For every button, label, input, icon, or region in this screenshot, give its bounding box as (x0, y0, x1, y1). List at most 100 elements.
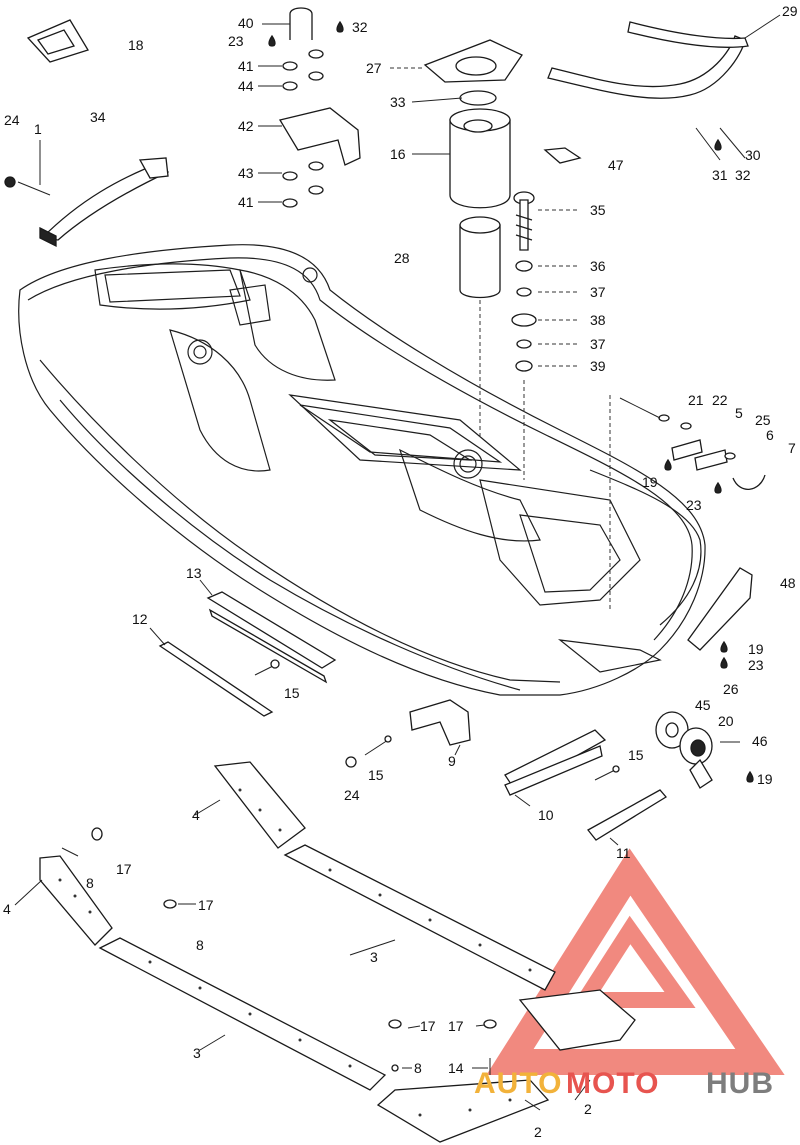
part-35-spring-bolt (513, 191, 535, 251)
rivets-8-14 (61, 847, 491, 1075)
leader-lines (14, 14, 781, 1111)
callout-37: 37 (590, 284, 606, 300)
callout-23-right: 23 (748, 657, 764, 673)
callout-20: 20 (718, 713, 734, 729)
callout-36: 36 (590, 258, 606, 274)
callout-33: 33 (390, 94, 406, 110)
callout-labels: 18 40 32 23 41 44 42 43 41 27 33 16 47 2… (3, 3, 798, 1140)
callout-15-mid: 15 (368, 767, 384, 783)
watermark-moto: MOTO (566, 1067, 659, 1100)
callout-28: 28 (394, 250, 410, 266)
callout-8-bottom: 8 (414, 1060, 422, 1076)
callout-35: 35 (590, 202, 606, 218)
callout-39: 39 (590, 358, 606, 374)
automotohub-watermark-logo (486, 848, 785, 1075)
callout-8-mid: 8 (196, 937, 204, 953)
callout-34: 34 (90, 109, 106, 125)
hull-body (18, 244, 706, 696)
callout-30: 30 (745, 147, 761, 163)
part-24-nut (345, 756, 357, 768)
part-1-bolt (4, 176, 51, 196)
callout-17-bottom-right: 17 (448, 1018, 464, 1034)
part-27-cover-plate (423, 39, 523, 83)
part-42-bracket (278, 107, 361, 166)
callout-19: 19 (642, 474, 658, 490)
callout-23-mid: 23 (686, 497, 702, 513)
part-13-channel (206, 591, 337, 684)
callout-42: 42 (238, 118, 254, 134)
callout-8: 8 (86, 875, 94, 891)
part-33-ring (459, 90, 497, 106)
callout-4: 4 (192, 807, 200, 823)
callout-15-right: 15 (628, 747, 644, 763)
callout-6: 6 (766, 427, 774, 443)
part-3-pad-left (98, 937, 387, 1091)
part-2-pad-lower (376, 1079, 550, 1143)
part-40-u-bolt (289, 7, 313, 40)
callout-19-lower: 19 (757, 771, 773, 787)
callout-27: 27 (366, 60, 382, 76)
callout-14: 14 (448, 1060, 464, 1076)
parts-5-25-bracket-set (658, 414, 766, 490)
callout-25: 25 (755, 412, 771, 428)
callout-2: 2 (584, 1101, 592, 1117)
callout-13: 13 (186, 565, 202, 581)
part-18-clip (26, 19, 89, 63)
parts-36-39-washers (511, 260, 537, 372)
part-4-pad-left (39, 855, 113, 946)
callout-45: 45 (695, 697, 711, 713)
callout-46: 46 (752, 733, 768, 749)
callout-23: 23 (228, 33, 244, 49)
part-3-pad-center (283, 844, 556, 991)
part-9-elbow (409, 699, 471, 746)
callout-10: 10 (538, 807, 554, 823)
callout-3-lower: 3 (193, 1045, 201, 1061)
callout-38: 38 (590, 312, 606, 328)
part-10-channel (504, 729, 607, 796)
part-15-rivet-a (254, 659, 280, 676)
part-4-pad-upper (213, 761, 306, 849)
callout-5: 5 (735, 405, 743, 421)
callout-17-bottom: 17 (420, 1018, 436, 1034)
callout-40: 40 (238, 15, 254, 31)
callout-43: 43 (238, 165, 254, 181)
grommets-17 (91, 827, 497, 1029)
callout-17-mid: 17 (198, 897, 214, 913)
callout-24-mid: 24 (344, 787, 360, 803)
callout-22: 22 (712, 392, 728, 408)
callout-26: 26 (723, 681, 739, 697)
part-2-pad-right (518, 989, 636, 1051)
part-28-sleeve (459, 216, 501, 299)
part-45-disc (655, 711, 689, 749)
callout-15: 15 (284, 685, 300, 701)
callout-21: 21 (688, 392, 704, 408)
callout-41: 41 (238, 58, 254, 74)
callout-4-left: 4 (3, 901, 11, 917)
part-12-rod (158, 641, 274, 717)
callout-16: 16 (390, 146, 406, 162)
callout-9: 9 (448, 753, 456, 769)
callout-41-lower: 41 (238, 194, 254, 210)
sealant-drop-icons (268, 20, 754, 783)
part-48-rear-bracket (687, 567, 753, 651)
watermark-auto: AUTO (474, 1067, 562, 1100)
watermark-hub: HUB (706, 1067, 774, 1100)
callout-12: 12 (132, 611, 148, 627)
pad-fastener-dots (58, 788, 532, 1117)
part-20-fitting (679, 727, 713, 789)
callout-11: 11 (616, 845, 631, 861)
callout-24: 24 (4, 112, 20, 128)
callout-7: 7 (788, 440, 796, 456)
callout-1: 1 (34, 121, 42, 137)
part-11-rod (587, 789, 667, 841)
callout-19-right: 19 (748, 641, 764, 657)
callout-18: 18 (128, 37, 144, 53)
callout-3: 3 (370, 949, 378, 965)
part-29-grab-rail (547, 21, 749, 99)
part-47-clip (543, 147, 582, 164)
washers-41-44-43 (282, 49, 324, 208)
part-34-bumper (39, 157, 169, 248)
callout-17: 17 (116, 861, 132, 877)
